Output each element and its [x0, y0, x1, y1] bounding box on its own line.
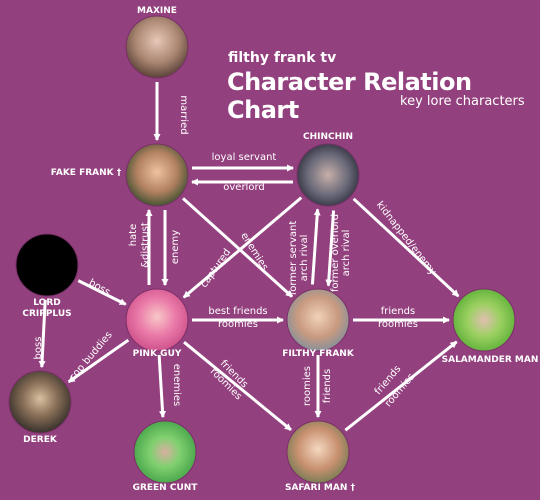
portrait-safari-man[interactable]	[286, 420, 350, 484]
show-name: filthy frank tv	[228, 50, 337, 66]
edges-layer: married loyal servant overlord hate&distrus…	[33, 82, 460, 432]
edge-label: overlord	[223, 182, 264, 193]
portrait-maxine[interactable]	[125, 15, 189, 79]
portrait-lord-cripplus[interactable]	[15, 233, 79, 297]
edge-pink-guy-to-safari-man	[183, 341, 292, 431]
edge-label: former overlord	[330, 214, 341, 292]
edge-filthy-frank-to-chinchin	[310, 208, 321, 285]
name-pink-guy: PINK GUY	[133, 349, 182, 359]
chart-subtitle: key lore characters	[400, 94, 525, 109]
edge-label: hate	[128, 224, 139, 247]
edge-label: enemies	[171, 364, 182, 407]
portrait-green-cunt[interactable]	[133, 420, 197, 484]
name-lord-cripplus: CRIPPLUS	[22, 309, 71, 319]
edge-label: &distrust	[140, 222, 151, 268]
edge-chinchin-to-filthy-frank	[325, 210, 336, 287]
name-green-cunt: GREEN CUNT	[133, 483, 199, 493]
edge-fake-frank-to-filthy-frank	[182, 197, 293, 298]
edge-label: roomies	[218, 319, 258, 330]
edge-label: friends	[322, 369, 333, 403]
edge-label: friends	[381, 306, 415, 317]
name-maxine: MAXINE	[137, 6, 177, 16]
edge-label: arch rival	[299, 235, 310, 282]
edge-label: boss	[33, 337, 44, 360]
edge-pink-guy-to-derek	[67, 338, 130, 384]
edge-label: boss	[87, 277, 112, 298]
edge-label: loyal servant	[212, 152, 277, 163]
portrait-salamander-man[interactable]	[452, 288, 516, 352]
portrait-filthy-frank[interactable]	[286, 288, 350, 352]
edge-safari-man-to-salamander-man	[344, 340, 458, 432]
portrait-fake-frank[interactable]	[125, 143, 189, 207]
edge-label: former servant	[288, 221, 299, 296]
edge-label: married	[178, 95, 189, 134]
name-derek: DEREK	[23, 435, 58, 445]
portrait-chinchin[interactable]	[296, 143, 360, 207]
edge-label: roomies	[378, 319, 418, 330]
edge-label: captured	[199, 247, 234, 290]
edge-lord-cripplus-to-pink-guy	[77, 279, 127, 306]
portrait-pink-guy[interactable]	[125, 288, 189, 352]
edge-label: enemy	[170, 230, 181, 264]
name-filthy-frank: FILTHY FRANK	[282, 349, 355, 359]
edge-chinchin-to-salamander-man	[352, 197, 460, 298]
name-salamander-man: SALAMANDER MAN	[442, 355, 539, 365]
edge-chinchin-to-pink-guy	[182, 196, 303, 299]
edge-label: arch rival	[341, 230, 352, 277]
chart-title: Character Relation Chart	[227, 68, 472, 124]
name-fake-frank: FAKE FRANK †	[51, 168, 122, 178]
name-chinchin: CHINCHIN	[303, 132, 353, 142]
edge-label: roomies	[302, 366, 313, 406]
edge-label: kidnapped/enemy	[374, 200, 438, 278]
name-lord-cripplus: LORD	[33, 298, 60, 308]
portrait-derek[interactable]	[8, 370, 72, 434]
edge-pink-guy-to-green-cunt	[157, 354, 167, 419]
edge-lord-cripplus-to-derek	[38, 299, 47, 369]
name-safari-man: SAFARI MAN †	[285, 483, 356, 493]
edge-label: best friends	[208, 306, 267, 317]
